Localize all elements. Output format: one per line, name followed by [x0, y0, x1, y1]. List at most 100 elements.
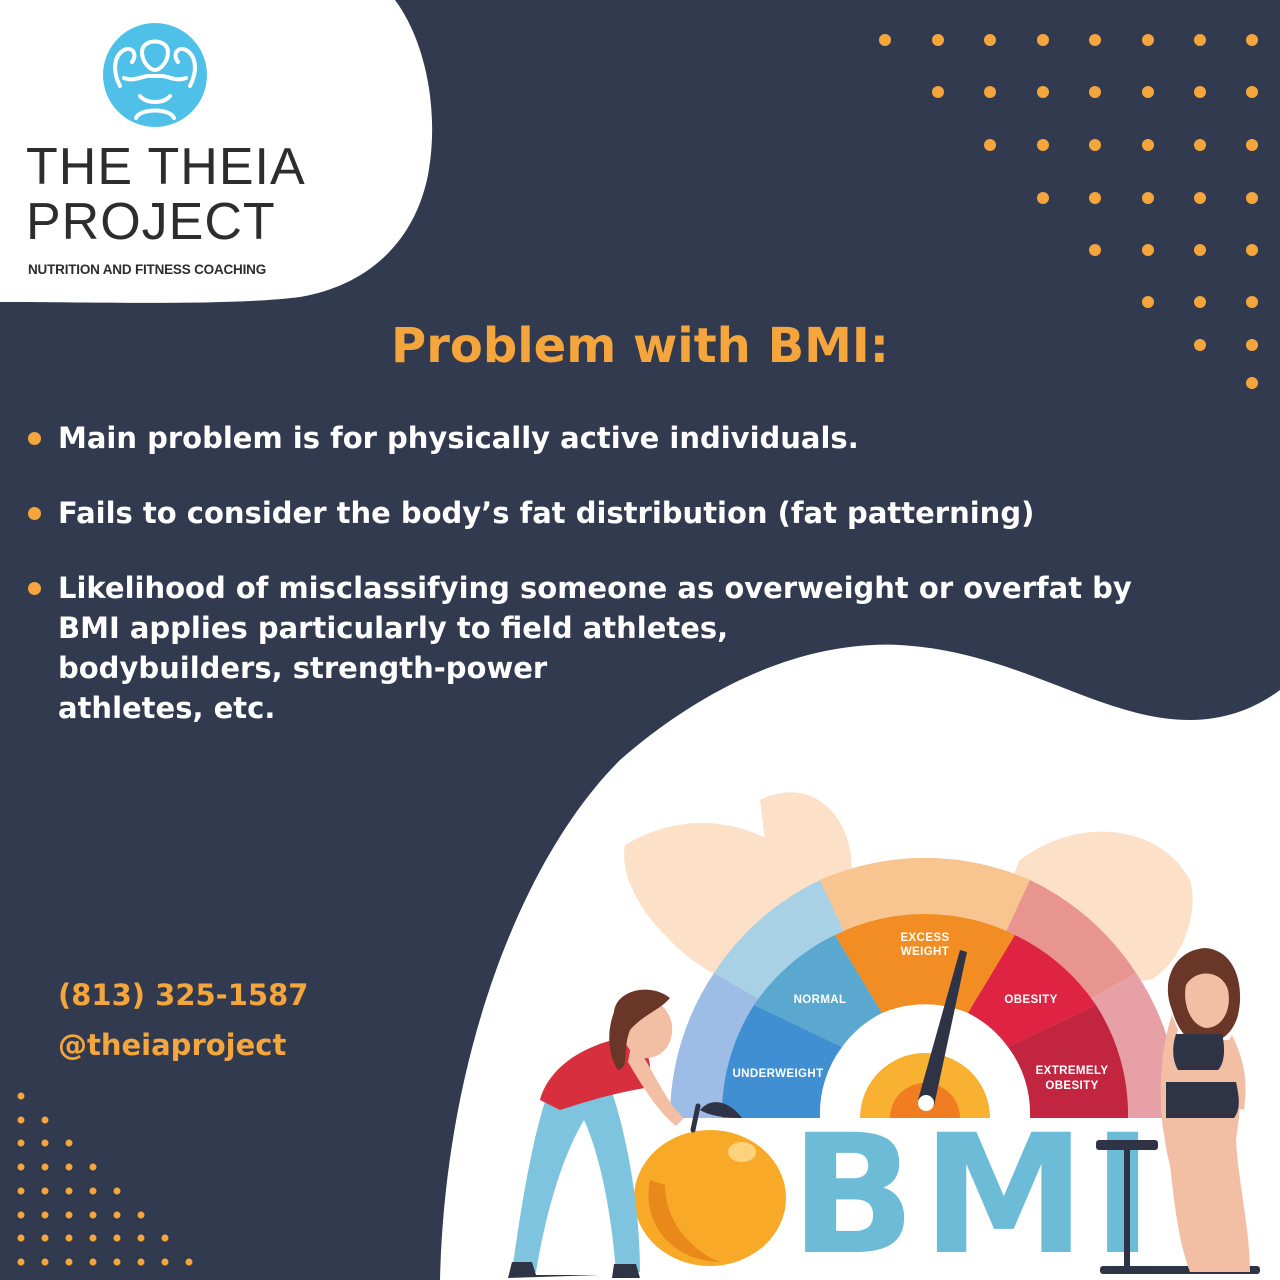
bullet-item: Likelihood of misclassifying someone as …: [28, 568, 1228, 728]
bullet-item: Main problem is for physically active in…: [28, 418, 1228, 458]
dot-pattern-top-right: [879, 34, 1258, 389]
decorative-dot: [1246, 339, 1258, 351]
decorative-dot: [1194, 34, 1206, 46]
decorative-dot: [65, 1163, 73, 1171]
decorative-dot: [89, 1163, 97, 1171]
gauge-label-normal: NORMAL: [794, 994, 847, 1006]
brand-tagline: NUTRITION AND FITNESS COACHING: [28, 262, 266, 277]
bullet-dot-icon: [28, 582, 41, 595]
bullet-item: Fails to consider the body’s fat distrib…: [28, 493, 1228, 533]
decorative-dot: [65, 1187, 73, 1195]
decorative-dot: [1246, 296, 1258, 308]
decorative-dot: [1142, 86, 1154, 98]
gauge-label-excess-weight-line2: WEIGHT: [901, 946, 949, 958]
decorative-dot: [1037, 34, 1049, 46]
bullet-dot-icon: [28, 507, 41, 520]
gauge-label-extremely-obesity-line1: EXTREMELY: [1036, 1065, 1109, 1077]
decorative-dot: [161, 1258, 169, 1266]
decorative-dot: [1142, 244, 1154, 256]
decorative-dot: [1089, 86, 1101, 98]
decorative-dot: [1246, 244, 1258, 256]
bmi-word: BMI: [790, 1099, 1159, 1280]
decorative-dot: [89, 1258, 97, 1266]
decorative-dot: [1246, 139, 1258, 151]
gauge-label-extremely-obesity-line2: OBESITY: [1045, 1080, 1098, 1092]
brand-name-line1: THE THEIA: [26, 138, 306, 196]
decorative-dot: [137, 1234, 145, 1242]
decorative-dot: [65, 1211, 73, 1219]
dot-pattern-bottom-left: [17, 1092, 193, 1266]
decorative-dot: [1246, 86, 1258, 98]
gauge-label-underweight: UNDERWEIGHT: [732, 1068, 823, 1080]
brand-name-line2: PROJECT: [26, 193, 276, 251]
decorative-dot: [17, 1092, 25, 1100]
decorative-dot: [41, 1139, 49, 1147]
decorative-dot: [17, 1258, 25, 1266]
decorative-dot: [1037, 192, 1049, 204]
decorative-dot: [1089, 244, 1101, 256]
decorative-dot: [41, 1187, 49, 1195]
decorative-dot: [1142, 296, 1154, 308]
decorative-dot: [1089, 139, 1101, 151]
decorative-dot: [1194, 244, 1206, 256]
decorative-dot: [1246, 34, 1258, 46]
woman-left-illustration: [508, 989, 684, 1278]
bullet-dot-icon: [28, 432, 41, 445]
decorative-dot: [1089, 192, 1101, 204]
decorative-dot: [113, 1258, 121, 1266]
apple-illustration: [634, 1102, 786, 1266]
decorative-dot: [17, 1139, 25, 1147]
decorative-dot: [65, 1234, 73, 1242]
decorative-dot: [137, 1258, 145, 1266]
decorative-dot: [89, 1234, 97, 1242]
decorative-dot: [17, 1116, 25, 1124]
flexing-woman-icon: [103, 23, 207, 127]
decorative-dot: [1194, 86, 1206, 98]
decorative-dot: [1246, 192, 1258, 204]
gauge-label-excess-weight-line1: EXCESS: [900, 932, 949, 944]
contact-handle[interactable]: @theiaproject: [58, 1028, 287, 1062]
decorative-dot: [1194, 296, 1206, 308]
decorative-dot: [65, 1258, 73, 1266]
brand-name: THE THEIA PROJECT: [26, 140, 326, 250]
decorative-dot: [1246, 377, 1258, 389]
decorative-dot: [1037, 139, 1049, 151]
bullet-text: Fails to consider the body’s fat distrib…: [58, 496, 1035, 530]
decorative-dot: [1037, 86, 1049, 98]
decorative-dot: [1142, 192, 1154, 204]
decorative-dot: [17, 1211, 25, 1219]
decorative-dot: [1142, 34, 1154, 46]
decorative-dot: [185, 1258, 193, 1266]
decorative-dot: [932, 34, 944, 46]
contact-phone[interactable]: (813) 325-1587: [58, 978, 309, 1012]
decorative-dot: [1089, 34, 1101, 46]
gauge-label-obesity: OBESITY: [1004, 994, 1057, 1006]
decorative-dot: [137, 1211, 145, 1219]
decorative-dot: [984, 86, 996, 98]
bmi-gauge: UNDERWEIGHT NORMAL EXCESS WEIGHT OBESITY…: [669, 857, 1181, 1118]
decorative-dot: [984, 34, 996, 46]
bullet-text: Likelihood of misclassifying someone as …: [58, 571, 1132, 725]
page-title: Problem with BMI:: [391, 318, 889, 374]
decorative-dot: [161, 1234, 169, 1242]
decorative-dot: [932, 86, 944, 98]
bullet-text: Main problem is for physically active in…: [58, 421, 859, 455]
decorative-dot: [17, 1187, 25, 1195]
decorative-dot: [41, 1258, 49, 1266]
decorative-dot: [1194, 139, 1206, 151]
decorative-dot: [879, 34, 891, 46]
decorative-dot: [41, 1234, 49, 1242]
decorative-dot: [1194, 192, 1206, 204]
decorative-dot: [65, 1139, 73, 1147]
decorative-dot: [1142, 139, 1154, 151]
decorative-dot: [113, 1234, 121, 1242]
decorative-dot: [89, 1211, 97, 1219]
decorative-dot: [113, 1187, 121, 1195]
decorative-dot: [17, 1163, 25, 1171]
decorative-dot: [41, 1163, 49, 1171]
decorative-dot: [89, 1187, 97, 1195]
decorative-dot: [1194, 339, 1206, 351]
woman-right-illustration: [1160, 948, 1250, 1272]
decorative-dot: [984, 139, 996, 151]
